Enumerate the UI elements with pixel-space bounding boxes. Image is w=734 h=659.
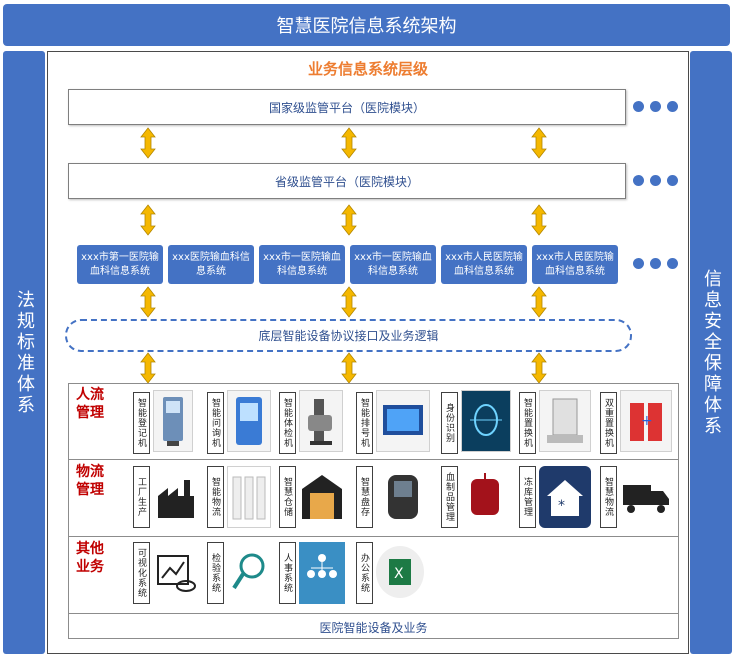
hospital-system-1: xxx市第一医院输血科信息系统 [77,245,163,284]
interface-layer: 底层智能设备协议接口及业务逻辑 [65,319,632,352]
visualization-icon [153,542,199,604]
section-title: 业务信息系统层级 [307,60,428,78]
footer-label: 医院智能设备及业务 [319,620,428,635]
item-label: 智慧物流 [600,466,617,528]
divider [68,613,679,614]
item-label: 智能体检机 [279,392,296,454]
queue-machine-icon [376,390,430,452]
warehouse-icon [299,466,345,528]
item-label: 办公系统 [356,542,373,604]
item-label: 检验系统 [207,542,224,604]
hospital-system-4: xxx市一医院输血科信息系统 [350,245,436,284]
inquiry-machine-icon [227,390,271,452]
item-label: 智慧仓储 [279,466,296,528]
double-exchange-icon: + [620,390,672,452]
category-other: 其他业务 [76,541,104,575]
magnifier-gear-icon [227,542,271,604]
face-id-icon [461,390,511,452]
item-label: 血制品管理 [441,466,458,528]
item-label: 智能登记机 [133,392,150,454]
category-people: 人流管理 [76,387,104,421]
hospital-system-5: xxx市人民医院输血科信息系统 [441,245,527,284]
hospital-system-3: xxx市一医院输血科信息系统 [259,245,345,284]
svg-text:+: + [641,413,653,429]
item-label: 智能排号机 [356,392,373,454]
exchange-machine-icon [539,390,591,452]
svg-text:X: X [394,566,404,582]
org-chart-icon [299,542,345,604]
item-label: 可视化系统 [133,542,150,604]
item-label: 身份识别 [441,392,458,454]
logistics-gates-icon [227,466,271,528]
page-title: 智慧医院信息系统架构 [3,4,730,46]
provincial-platform: 省级监管平台（医院模块） [68,163,626,199]
divider [68,459,679,460]
handheld-scanner-icon [376,466,430,528]
blood-bag-icon [461,466,509,528]
exam-machine-icon [299,390,343,452]
item-label: 智能问询机 [207,392,224,454]
item-label: 双重置换机 [600,392,617,454]
more-dots-3 [633,258,678,269]
left-side-bar: 法规标准体系 [3,51,45,654]
item-label: 智能置换机 [519,392,536,454]
delivery-truck-icon [620,466,672,528]
item-label: 冻库管理 [519,466,536,528]
right-side-bar: 信息安全保障体系 [690,51,732,654]
excel-icon: X [376,546,424,598]
category-material: 物流管理 [76,464,104,498]
device-grid [68,383,679,639]
hospital-system-2: xxx医院输血科信息系统 [168,245,254,284]
item-label: 智能物流 [207,466,224,528]
more-dots-1 [633,101,678,112]
divider [68,536,679,537]
cold-storage-icon: * [539,466,591,528]
factory-icon [153,466,199,528]
kiosk-icon [153,390,193,452]
national-platform: 国家级监管平台（医院模块） [68,89,626,125]
more-dots-2 [633,175,678,186]
item-label: 工厂生产 [133,466,150,528]
item-label: 人事系统 [279,542,296,604]
item-label: 智慧盘存 [356,466,373,528]
svg-text:*: * [558,498,565,514]
hospital-system-6: xxx市人民医院输血科信息系统 [532,245,618,284]
